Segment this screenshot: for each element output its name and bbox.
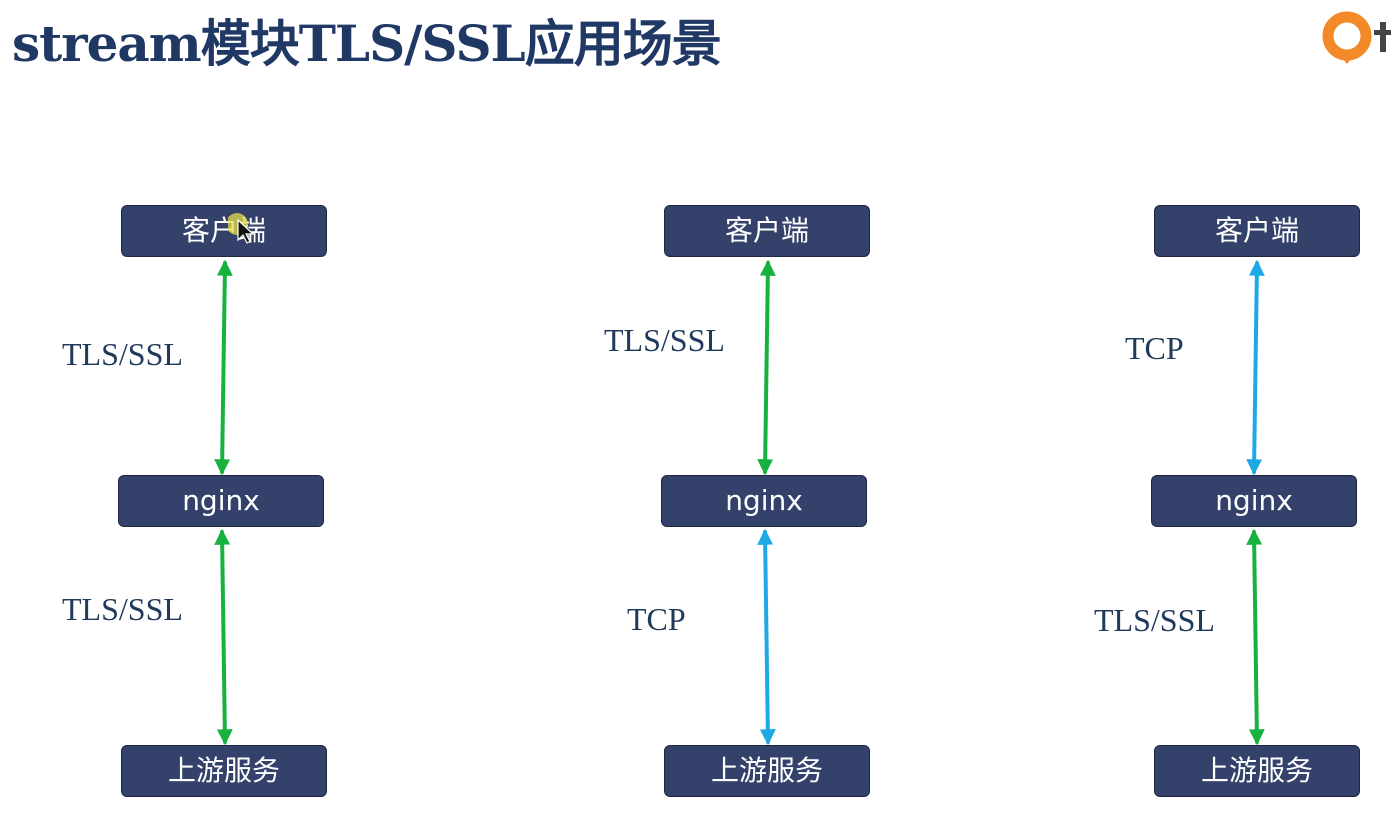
s1-client-node: 客户端 bbox=[121, 205, 327, 257]
s1-client-link-label: TLS/SSL bbox=[62, 336, 183, 372]
s1-upstream-node: 上游服务 bbox=[121, 745, 327, 797]
s3-upstream-node: 上游服务 bbox=[1154, 745, 1360, 797]
s3-client-link-label: TCP bbox=[1125, 330, 1184, 366]
brand-logo-icon bbox=[1322, 6, 1391, 72]
s2-client-link-label: TLS/SSL bbox=[604, 322, 725, 358]
s3-upstream-link-label: TLS/SSL bbox=[1094, 602, 1215, 638]
s1-upstream-link-label: TLS/SSL bbox=[62, 591, 183, 627]
arrow-s3-nginx-upstream bbox=[1246, 528, 1265, 746]
slide-title: stream模块TLS/SSL应用场景 bbox=[12, 14, 722, 73]
arrow-s3-client-nginx bbox=[1246, 259, 1265, 476]
arrow-s1-client-nginx bbox=[214, 259, 233, 476]
s2-client-node: 客户端 bbox=[664, 205, 870, 257]
mouse-pointer-icon bbox=[228, 213, 255, 244]
arrow-s2-client-nginx bbox=[757, 259, 776, 476]
arrow-s1-nginx-upstream bbox=[214, 528, 233, 746]
arrow-s2-nginx-upstream bbox=[757, 528, 776, 746]
s2-upstream-node: 上游服务 bbox=[664, 745, 870, 797]
s3-nginx-node: nginx bbox=[1151, 475, 1357, 527]
s3-client-node: 客户端 bbox=[1154, 205, 1360, 257]
s1-nginx-node: nginx bbox=[118, 475, 324, 527]
s2-nginx-node: nginx bbox=[661, 475, 867, 527]
s2-upstream-link-label: TCP bbox=[627, 601, 686, 637]
